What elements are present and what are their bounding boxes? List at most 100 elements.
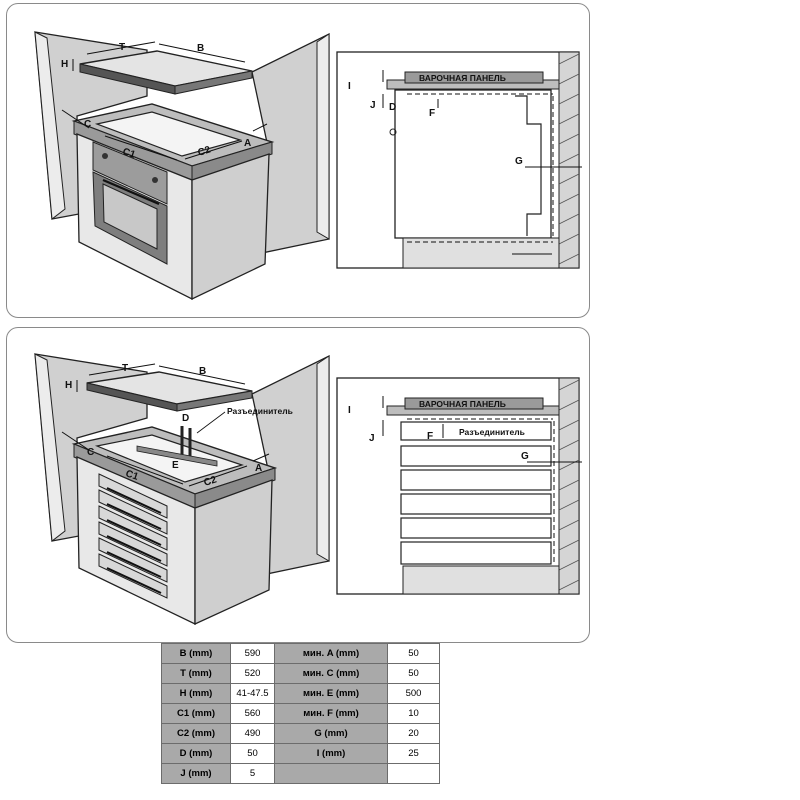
drawer-handle-6: [106, 567, 162, 594]
drawer-handle-1: [106, 487, 162, 514]
label-C2-2: C2: [203, 474, 219, 489]
separator-plate: [136, 445, 218, 467]
label-B: B: [197, 43, 204, 54]
dim-C2-line-2: [188, 465, 248, 487]
section-wall-2: [558, 377, 580, 595]
dim-C-line-2: [61, 431, 90, 451]
diagram-panel-drawers: T B H Разъединитель D E: [6, 327, 590, 643]
dim-C1-line-2: [106, 455, 184, 485]
table-row: C2 (mm) 490 G (mm) 20: [161, 723, 440, 744]
table-value: 560: [230, 703, 275, 724]
label-T-2: T: [122, 363, 128, 374]
section-drawer-4: [400, 517, 552, 539]
table-blank-cell: [274, 763, 388, 784]
section-hob-2: [404, 397, 544, 410]
drawer-handle-5: [106, 551, 162, 578]
label-C1: C1: [121, 146, 137, 161]
oven-handle: [102, 178, 160, 206]
table-value-2: 500: [387, 683, 440, 704]
table-key: J (mm): [161, 763, 231, 784]
table-value: 5: [230, 763, 275, 784]
table-key: H (mm): [161, 683, 231, 704]
table-key: T (mm): [161, 663, 231, 684]
section-label-F: F: [429, 108, 435, 119]
table-value-2: 50: [387, 663, 440, 684]
dim-A-line: [252, 123, 268, 132]
dim-C-line: [61, 109, 90, 129]
dimensions-table: B (mm) 590 мин. A (mm) 50 T (mm) 520 мин…: [161, 643, 440, 784]
section-separator-label: Разъединитель: [459, 427, 525, 437]
section-drawer-5: [400, 541, 552, 565]
label-C2: C2: [197, 144, 213, 159]
section-base-2: [402, 565, 560, 595]
table-value-2: 20: [387, 723, 440, 744]
oven-installation-diagram: T B H C C1 C2 A: [34, 31, 582, 301]
drawer-handle-4: [106, 535, 162, 562]
oven-knob-1: [102, 153, 108, 159]
drawer-handle-2: [106, 503, 162, 530]
label-C-2: C: [87, 447, 94, 458]
table-value-2: 50: [387, 643, 440, 664]
section-base: [402, 237, 560, 269]
oven-window: [102, 183, 158, 250]
table-empty-cell: [387, 763, 440, 784]
label-C1-2: C1: [124, 468, 140, 483]
section-drawer-2: [400, 469, 552, 491]
table-key-2: G (mm): [274, 723, 388, 744]
label-E: E: [172, 460, 179, 471]
oven-control-panel: [92, 141, 168, 205]
section-label-I-2: I: [348, 405, 351, 416]
airflow-arrows-2: [407, 418, 555, 562]
table-key: D (mm): [161, 743, 231, 764]
wall-hatch: [558, 53, 580, 265]
oven-knob-2: [152, 177, 158, 183]
table-key-2: I (mm): [274, 743, 388, 764]
label-A: A: [244, 138, 251, 149]
label-H-2: H: [65, 380, 72, 391]
label-C: C: [84, 119, 91, 130]
section-label-D: D: [389, 102, 396, 113]
table-row: H (mm) 41-47.5 мин. E (mm) 500: [161, 683, 440, 704]
section-oven-back: [515, 95, 542, 236]
drawer-installation-diagram: T B H Разъединитель D E: [34, 353, 582, 626]
label-A-2: A: [255, 463, 262, 474]
diagram-panel-oven: T B H C C1 C2 A: [6, 3, 590, 318]
section-wall: [558, 51, 580, 269]
label-H: H: [61, 59, 68, 70]
dim-C2-line: [184, 140, 243, 160]
table-key-2: мин. A (mm): [274, 643, 388, 664]
table-row: C1 (mm) 560 мин. F (mm) 10: [161, 703, 440, 724]
table-value: 41-47.5: [230, 683, 275, 704]
countertop-side-2: [194, 467, 276, 509]
table-key: C1 (mm): [161, 703, 231, 724]
section-hob: [404, 71, 544, 84]
section-drawer-3: [400, 493, 552, 515]
right-wall-edge-2: [316, 355, 330, 562]
table-value: 490: [230, 723, 275, 744]
dim-A-line-2: [252, 453, 270, 462]
hob-side: [174, 70, 253, 95]
airflow-arrows: [407, 93, 554, 243]
label-T: T: [119, 42, 125, 53]
section-label-G: G: [515, 156, 523, 167]
section-oven: [394, 89, 552, 239]
table-value: 520: [230, 663, 275, 684]
separator-pointer: [196, 411, 226, 434]
table-value: 50: [230, 743, 275, 764]
table-row: B (mm) 590 мин. A (mm) 50: [161, 643, 440, 664]
cabinet-side: [191, 153, 270, 301]
table-row: T (mm) 520 мин. C (mm) 50: [161, 663, 440, 684]
section-separator: [400, 421, 552, 441]
section-label-J-2: J: [369, 433, 375, 444]
left-wall-edge-2: [34, 353, 66, 542]
table-key-2: мин. E (mm): [274, 683, 388, 704]
dim-T-line: [86, 41, 156, 55]
table-value: 590: [230, 643, 275, 664]
table-value-2: 25: [387, 743, 440, 764]
section-label-J: J: [370, 100, 376, 111]
section-hob-label: ВАРОЧНАЯ ПАНЕЛЬ: [419, 73, 506, 83]
cabinet-side-2: [194, 479, 273, 626]
hob-side-2: [176, 390, 253, 412]
right-wall-edge: [316, 33, 330, 240]
countertop-cutout-2: [94, 434, 244, 483]
